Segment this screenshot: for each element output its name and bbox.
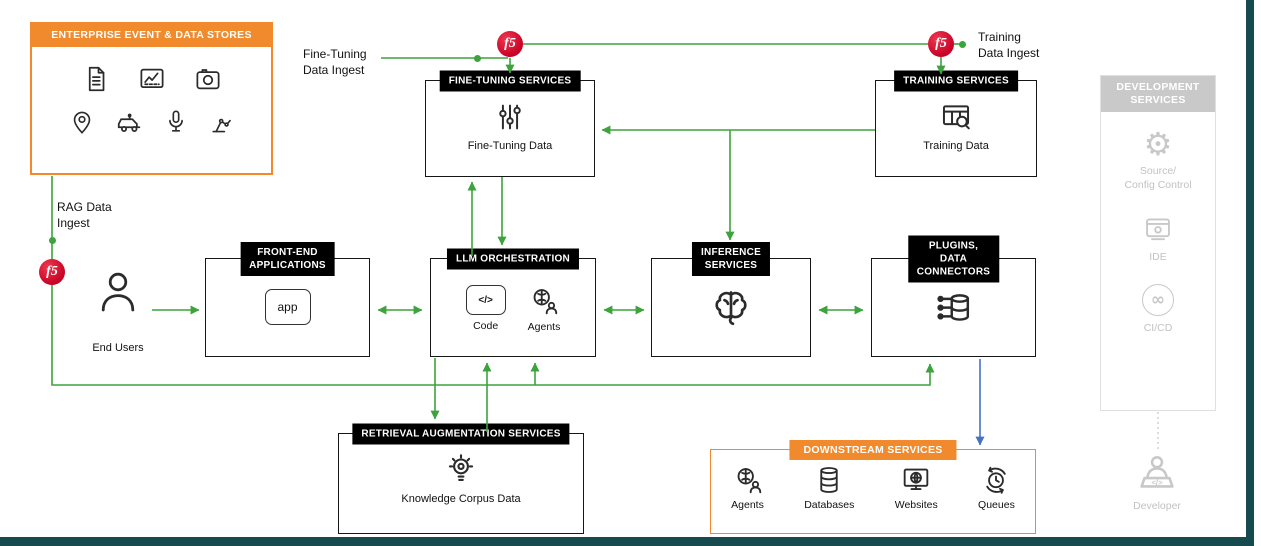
gear-icon: ⚙ xyxy=(1143,125,1173,164)
bottom-border-bar xyxy=(0,537,1254,546)
fine-tuning-ingest-label: Fine-Tuning Data Ingest xyxy=(303,47,367,78)
app-icon: app xyxy=(264,289,311,325)
green-dot-finetuning xyxy=(474,55,481,62)
document-icon xyxy=(88,66,104,91)
agents-label: Agents xyxy=(527,321,561,333)
developer-icon: </> xyxy=(1140,456,1174,488)
training-services-title: TRAINING SERVICES xyxy=(894,70,1018,92)
retrieval-augmentation-services-box: RETRIEVAL AUGMENTATION SERVICES Knowledg… xyxy=(338,423,584,534)
f5-logo-training: f5 xyxy=(928,31,954,57)
plugins-data-connectors-title: PLUGINS, DATA CONNECTORS xyxy=(907,235,1000,283)
end-users-label: End Users xyxy=(92,342,144,354)
camera-icon xyxy=(196,68,219,89)
inference-services-title: INFERENCE SERVICES xyxy=(691,242,771,276)
fine-tuning-data-caption: Fine-Tuning Data xyxy=(467,140,553,152)
sliders-icon xyxy=(499,104,521,130)
knowledge-corpus-data-caption: Knowledge Corpus Data xyxy=(401,493,521,505)
enterprise-data-stores-box: ENTERPRISE EVENT & DATA STORES xyxy=(30,22,273,175)
inference-services-box: INFERENCE SERVICES xyxy=(651,242,811,357)
robot-arm-icon xyxy=(211,118,231,132)
code-icon: </> xyxy=(465,285,506,315)
development-services-title: DEVELOPMENT SERVICES xyxy=(1101,76,1215,113)
data-table-icon xyxy=(942,105,970,130)
location-pin-icon xyxy=(73,111,90,134)
downstream-services-title: DOWNSTREAM SERVICES xyxy=(789,440,957,460)
brain-icon xyxy=(715,291,747,326)
svg-text:</>: </> xyxy=(1151,478,1163,487)
ide-icon xyxy=(1146,217,1170,240)
code-label: Code xyxy=(473,320,499,332)
front-end-applications-box: FRONT-END APPLICATIONS app xyxy=(205,242,370,357)
downstream-databases-label: Databases xyxy=(804,499,855,511)
agents-icon xyxy=(533,289,558,315)
fine-tuning-services-title: FINE-TUNING SERVICES xyxy=(439,70,581,92)
llm-orchestration-title: LLM ORCHESTRATION xyxy=(446,248,580,270)
downstream-websites-label: Websites xyxy=(894,499,938,511)
developer-block: </> Developer xyxy=(1110,452,1204,514)
f5-logo-finetuning: f5 xyxy=(497,31,523,57)
websites-icon xyxy=(903,468,929,490)
training-ingest-label: Training Data Ingest xyxy=(978,30,1040,61)
retrieval-augmentation-services-title: RETRIEVAL AUGMENTATION SERVICES xyxy=(352,423,570,445)
rag-ingest-label: RAG Data Ingest xyxy=(57,200,112,231)
ide-label: IDE xyxy=(1149,250,1167,263)
car-icon xyxy=(117,113,140,132)
source-config-control-label: Source/ Config Control xyxy=(1124,165,1192,191)
downstream-agents-label: Agents xyxy=(731,499,764,511)
end-user-icon xyxy=(101,272,135,312)
microphone-icon xyxy=(168,110,183,132)
downstream-queues-label: Queues xyxy=(978,499,1015,511)
line-chart-icon xyxy=(140,68,163,88)
f5-logo-rag: f5 xyxy=(39,259,65,285)
front-end-applications-title: FRONT-END APPLICATIONS xyxy=(240,242,335,276)
plugins-data-connectors-box: PLUGINS, DATA CONNECTORS xyxy=(871,235,1036,357)
agents-icon xyxy=(737,468,761,494)
green-dot-rag xyxy=(49,237,56,244)
right-border-bar xyxy=(1246,0,1254,546)
training-services-box: TRAINING SERVICES Training Data xyxy=(875,70,1037,177)
knowledge-bulb-icon xyxy=(448,454,474,481)
training-data-caption: Training Data xyxy=(923,140,989,152)
databases-icon xyxy=(820,467,838,493)
cicd-label: CI/CD xyxy=(1143,322,1173,335)
developer-label: Developer xyxy=(1133,500,1181,512)
green-dot-training xyxy=(959,41,966,48)
queues-icon xyxy=(986,466,1007,494)
downstream-services-box: DOWNSTREAM SERVICES Agents Databases Web… xyxy=(710,440,1036,534)
llm-orchestration-box: LLM ORCHESTRATION </> Code Agents xyxy=(430,248,596,357)
development-services-panel: DEVELOPMENT SERVICES ⚙ Source/ Config Co… xyxy=(1100,75,1216,411)
fine-tuning-services-box: FINE-TUNING SERVICES Fine-Tuning Data xyxy=(425,70,595,177)
cicd-icon: ∞ xyxy=(1142,284,1174,317)
enterprise-data-stores-title: ENTERPRISE EVENT & DATA STORES xyxy=(32,24,271,47)
data-connectors-icon xyxy=(936,294,969,321)
